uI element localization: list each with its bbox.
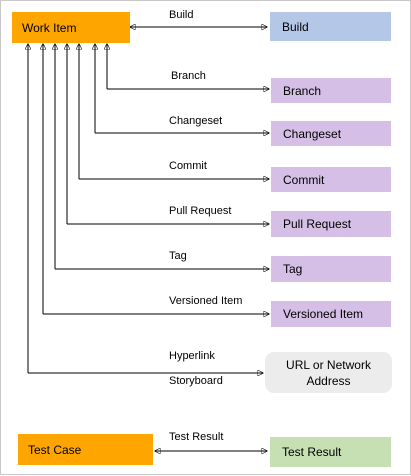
test-result-link-label: Test Result: [169, 431, 224, 443]
url-label-line1: URL or Network: [286, 357, 371, 372]
versioned-item-node: Versioned Item: [271, 301, 391, 327]
changeset-node: Changeset: [271, 121, 391, 146]
commit-link-label: Commit: [169, 160, 207, 172]
test-case-node: Test Case: [18, 434, 153, 465]
tag-link-label: Tag: [169, 250, 187, 262]
branch-node: Branch: [271, 78, 391, 103]
hyperlink-link-label: Hyperlink: [169, 350, 215, 362]
tag-label: Tag: [283, 262, 303, 276]
changeset-label: Changeset: [283, 126, 342, 141]
pull-request-node: Pull Request: [271, 211, 391, 237]
branch-link-label: Branch: [171, 70, 206, 82]
versioned-item-link-label: Versioned Item: [169, 295, 243, 307]
storyboard-link-label: Storyboard: [169, 375, 223, 387]
test-result-label: Test Result: [282, 445, 342, 459]
pull-request-label: Pull Request: [283, 217, 352, 231]
test-result-node: Test Result: [270, 437, 391, 467]
commit-label: Commit: [283, 172, 325, 187]
tag-node: Tag: [271, 256, 391, 282]
build-link-label: Build: [169, 9, 194, 21]
work-item-label: Work Item: [22, 20, 77, 35]
url-label-line2: Address: [306, 373, 351, 388]
changeset-link-label: Changeset: [169, 115, 223, 127]
branch-label: Branch: [283, 83, 322, 98]
pull-request-link-label: Pull Request: [169, 205, 232, 217]
work-item-node: Work Item: [12, 12, 130, 43]
build-node: Build: [270, 12, 391, 41]
commit-node: Commit: [271, 167, 391, 192]
versioned-item-label: Versioned Item: [283, 307, 364, 321]
url-or-network-address-node: URL or Network Address: [265, 352, 392, 393]
build-label: Build: [282, 19, 309, 34]
test-case-label: Test Case: [28, 442, 82, 457]
